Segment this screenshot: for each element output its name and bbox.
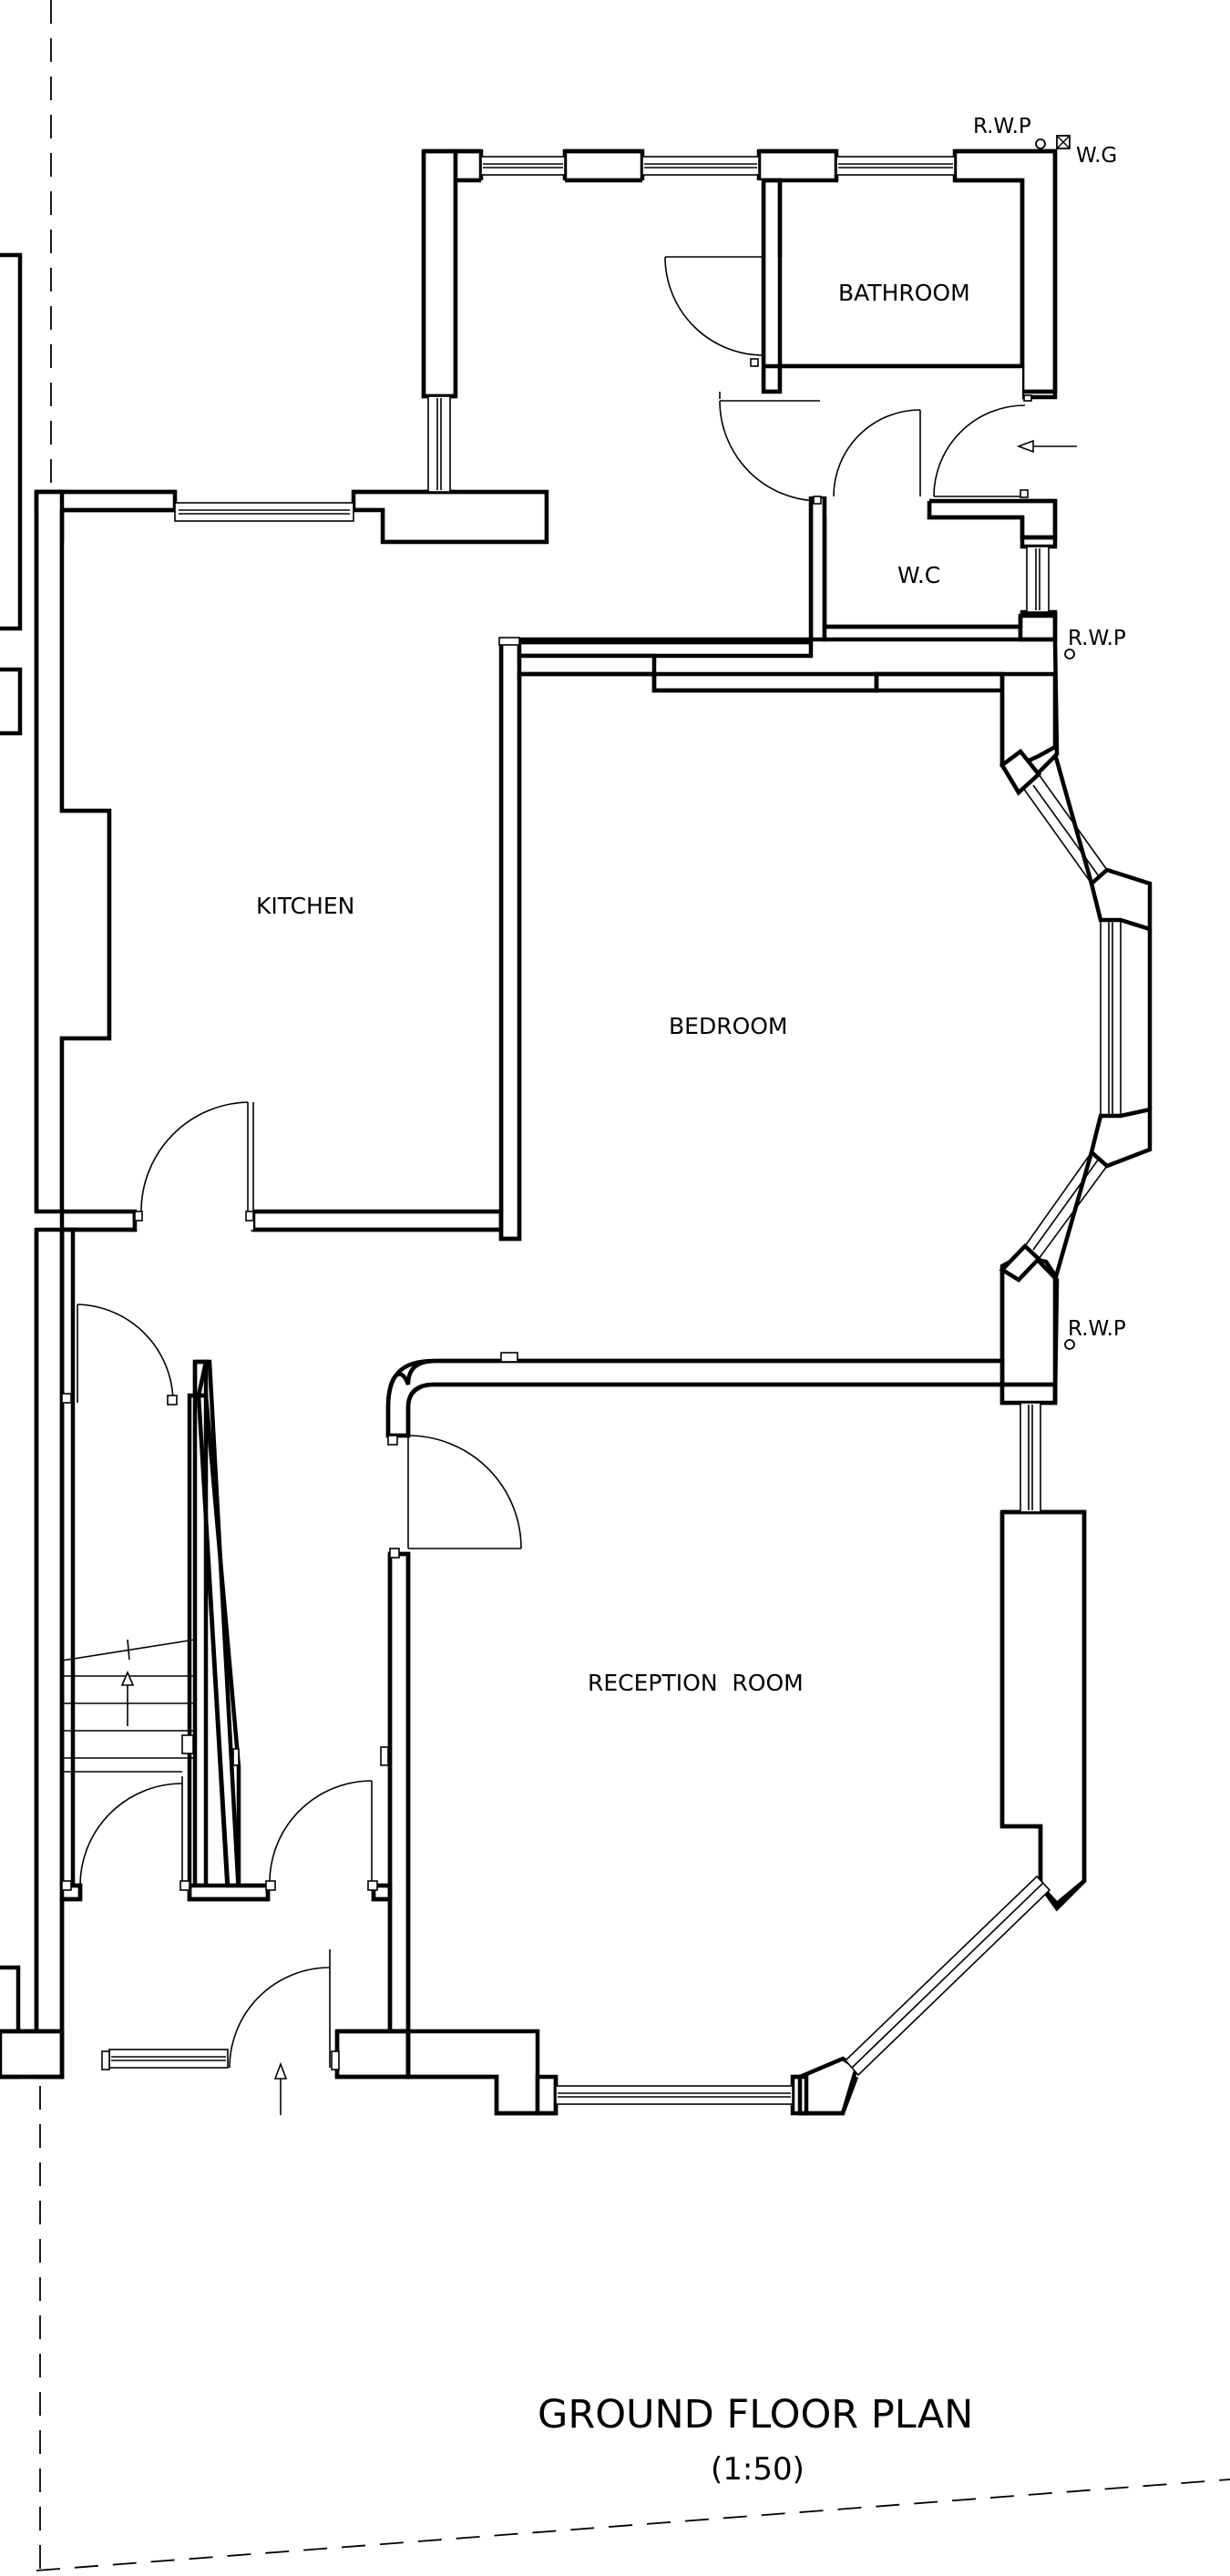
room-label-reception: RECEPTION ROOM (588, 1670, 804, 1696)
staircase (61, 1639, 196, 1773)
room-label-bedroom: BEDROOM (669, 1013, 788, 1039)
windows (108, 156, 1122, 2105)
wg-label: W.G (1076, 144, 1117, 168)
doors (77, 256, 1026, 2069)
wg-icon (1056, 135, 1071, 149)
rwp-middle-label: R.W.P (1068, 627, 1126, 650)
rwp-middle-symbol (1064, 649, 1075, 659)
rwp-top-label: R.W.P (973, 115, 1031, 138)
wall-outlines (0, 148, 1087, 2116)
rwp-lower-symbol (1064, 1339, 1075, 1350)
neighbour-walls (0, 252, 23, 2080)
drawing-scale: (1:50) (711, 2451, 805, 2488)
drainage-symbols (1035, 135, 1075, 1350)
drawing-title: GROUND FLOOR PLAN (538, 2392, 973, 2438)
room-labels: BATHROOM W.C KITCHEN BEDROOM RECEPTION R… (256, 280, 970, 1696)
bay-walls (999, 748, 1153, 1283)
site-boundary-lines (36, 0, 1230, 2576)
annotation-labels: R.W.P W.G R.W.P R.W.P (973, 115, 1126, 1341)
jambs (61, 358, 1032, 2070)
room-interiors (62, 180, 1022, 1230)
room-label-kitchen: KITCHEN (256, 893, 354, 919)
drawing-title-block: GROUND FLOOR PLAN (1:50) (538, 2392, 973, 2488)
room-label-wc: W.C (897, 562, 940, 588)
room-label-bathroom: BATHROOM (838, 280, 970, 306)
rwp-top-symbol (1035, 138, 1046, 149)
entry-arrows (273, 439, 1077, 2115)
rwp-lower-label: R.W.P (1068, 1317, 1126, 1341)
